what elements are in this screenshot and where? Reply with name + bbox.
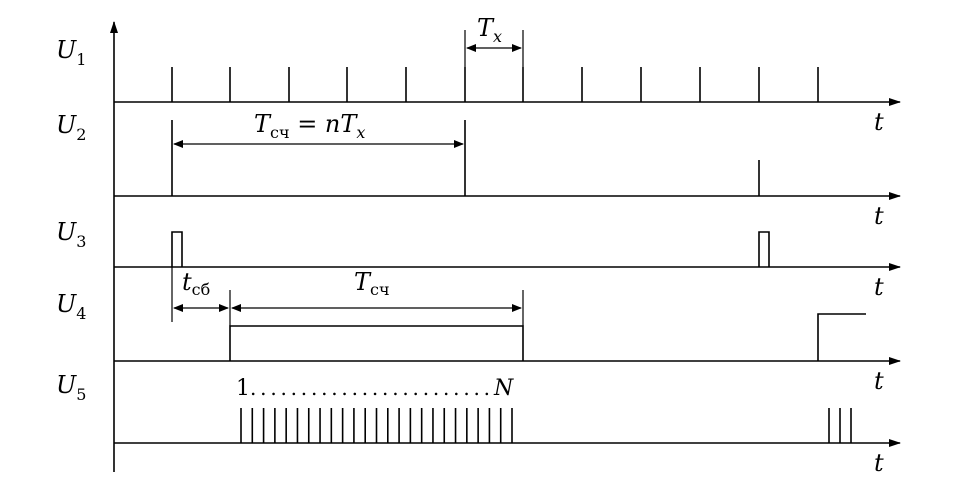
signal-u2-main: U bbox=[56, 111, 77, 139]
tsb-label: tсб bbox=[182, 268, 210, 299]
tsch-eq-rest: = nT bbox=[290, 110, 359, 138]
u3-pulse bbox=[758, 231, 770, 267]
count-dots: ........................ bbox=[250, 376, 490, 400]
signal-label-u1: U1 bbox=[56, 36, 86, 69]
tx-dimension bbox=[464, 30, 524, 67]
u1-pulses bbox=[171, 67, 819, 102]
tx-label: Tx bbox=[477, 14, 502, 46]
u4-gate bbox=[229, 313, 866, 361]
t-label-3: t bbox=[874, 273, 884, 301]
tsch-eq-rest-sub: x bbox=[356, 123, 365, 142]
tsch-label: Tсч bbox=[354, 268, 390, 299]
u2-pulses bbox=[171, 120, 760, 196]
tsch-eq-label: Tсч = nTx bbox=[254, 110, 365, 142]
signal-u2-sub: 2 bbox=[76, 125, 86, 144]
t-label-5: t bbox=[874, 449, 884, 477]
tx-label-main: T bbox=[477, 14, 495, 42]
tx-label-sub: x bbox=[493, 27, 502, 46]
t-label-2: t bbox=[874, 202, 884, 230]
tsb-main: t bbox=[182, 268, 192, 296]
signal-u1-main: U bbox=[56, 36, 77, 64]
signal-u4-sub: 4 bbox=[76, 304, 86, 323]
t-label-4: t bbox=[874, 367, 884, 395]
signal-label-u4: U4 bbox=[56, 290, 86, 323]
u3-pulse bbox=[171, 231, 183, 267]
signal-label-u3: U3 bbox=[56, 218, 86, 251]
tsch-eq-main: T bbox=[254, 110, 272, 138]
t-label-1: t bbox=[874, 108, 884, 136]
u4-dimensions bbox=[171, 267, 524, 326]
tsch-main: T bbox=[354, 268, 372, 296]
signal-label-u5: U5 bbox=[56, 371, 86, 404]
signal-u3-sub: 3 bbox=[76, 232, 86, 251]
signal-u5-sub: 5 bbox=[76, 385, 86, 404]
signal-label-u2: U2 bbox=[56, 111, 86, 144]
signal-u5-main: U bbox=[56, 371, 77, 399]
signal-u1-sub: 1 bbox=[76, 50, 86, 69]
u5-pulse-burst bbox=[240, 408, 513, 443]
tsch-eq-sub: сч bbox=[270, 123, 290, 142]
count-start-label: 1 bbox=[236, 376, 250, 401]
count-end-label: N bbox=[493, 376, 514, 401]
tsb-sub: сб bbox=[192, 280, 211, 299]
tsch-sub: сч bbox=[370, 280, 390, 299]
u4-gate-next bbox=[817, 313, 866, 361]
signal-u3-main: U bbox=[56, 218, 77, 246]
u3-pulses bbox=[171, 231, 770, 267]
u5-second-burst bbox=[828, 408, 852, 443]
signal-u4-main: U bbox=[56, 290, 77, 318]
u4-gate-pulse bbox=[229, 325, 524, 361]
